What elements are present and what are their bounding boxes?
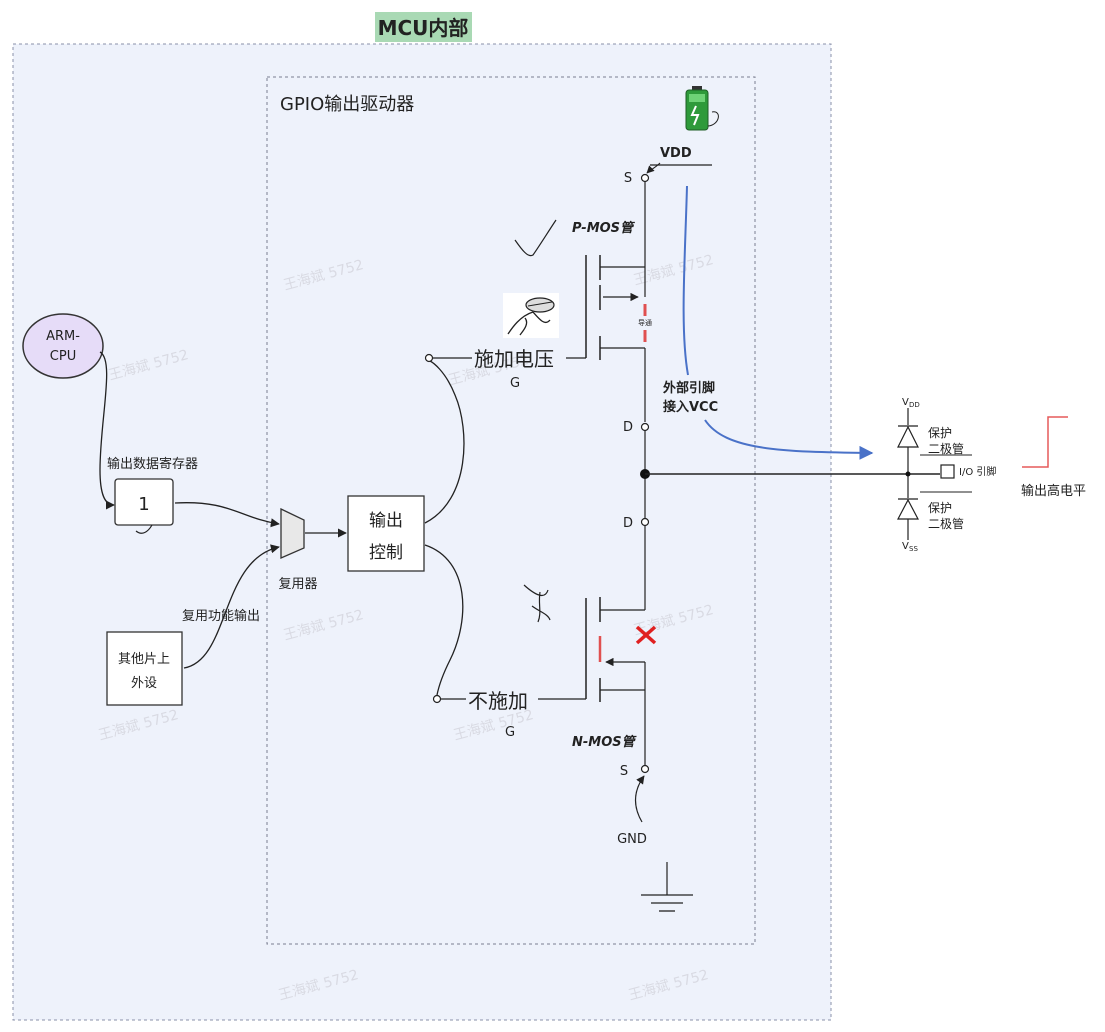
alt-function-label: 复用功能输出 (182, 608, 260, 624)
nmos-source-pin: S (620, 764, 628, 779)
peripheral-to-mux-wire (183, 544, 280, 669)
battery-icon (685, 86, 719, 131)
external-note-line2: 接入VCC (663, 399, 718, 415)
register-value: 1 (138, 494, 149, 515)
mux-shape (280, 507, 305, 559)
gnd-arrow (634, 775, 645, 823)
vdd-label: VDD (660, 146, 692, 161)
protection-circuit (897, 408, 972, 540)
upper-gate-terminal (424, 353, 434, 363)
vss-pin-label: V (902, 541, 909, 552)
diode-top-label-line1: 保护 (928, 426, 952, 440)
nmos-drain-pin: D (623, 516, 633, 531)
mcu-title: MCU内部 (378, 16, 469, 40)
vdd-pin-label: V (902, 397, 909, 408)
cpu-to-register-wire (99, 351, 115, 510)
cpu-label-line1: ARM- (46, 329, 80, 344)
ground-symbol (641, 862, 693, 912)
external-vcc-arrow (682, 185, 872, 453)
vdd-pin-sub: DD (909, 401, 920, 409)
pmos-source-terminal (640, 173, 650, 183)
register-box (114, 478, 174, 526)
output-level-label: 输出高电平 (1021, 483, 1086, 499)
gnd-label: GND (617, 832, 647, 847)
nmos-label: N-MOS管 (572, 734, 638, 750)
external-note-line1: 外部引脚 (662, 380, 715, 396)
pmos-label: P-MOS管 (572, 220, 636, 236)
pmos-checkmark (514, 219, 557, 257)
cross-icon (635, 625, 657, 645)
output-control-line1: 输出 (369, 511, 403, 531)
upper-gate-pin: G (510, 376, 520, 391)
lower-gate-terminal (432, 694, 442, 704)
register-label: 输出数据寄存器 (107, 456, 198, 472)
lower-gate-pin: G (505, 725, 515, 740)
output-control-box (347, 495, 425, 572)
io-pin-label: I/O 引脚 (959, 465, 996, 478)
upper-gate-action: 施加电压 (474, 347, 554, 371)
diode-bottom-label-line1: 保护 (928, 501, 952, 515)
thinker-icon (503, 293, 559, 338)
diode-bottom-label-line2: 二极管 (928, 516, 964, 531)
cpu-node (22, 313, 104, 379)
control-to-upper-gate (424, 360, 465, 524)
vdd-arrow (646, 162, 661, 174)
pmos-drain-pin: D (623, 420, 633, 435)
pmos-conduct-note: 导通 (638, 318, 652, 327)
mcu-title-highlight (375, 12, 472, 42)
high-level-waveform (1022, 416, 1068, 468)
peripheral-label-line2: 外设 (131, 676, 157, 691)
pmos-source-pin: S (624, 171, 632, 186)
gpio-title: GPIO输出驱动器 (280, 94, 414, 115)
register-to-mux-wire (174, 502, 280, 528)
nmos-scribble (523, 584, 551, 623)
vss-pin-sub: SS (909, 545, 918, 553)
gpio-frame (266, 76, 756, 945)
output-control-line2: 控制 (369, 543, 403, 563)
diode-top-label-line2: 二极管 (928, 441, 964, 456)
peripheral-label-line1: 其他片上 (118, 652, 170, 667)
mux-label: 复用器 (278, 577, 317, 592)
nmos-source-terminal (640, 764, 650, 774)
pmos-drain-terminal (640, 422, 650, 432)
peripheral-box (106, 631, 183, 706)
nmos-drain-terminal (640, 517, 650, 527)
cpu-label-line2: CPU (50, 349, 76, 364)
lower-gate-action: 不施加 (468, 689, 528, 713)
register-checkmark (135, 524, 153, 534)
control-to-lower-gate (424, 544, 464, 696)
